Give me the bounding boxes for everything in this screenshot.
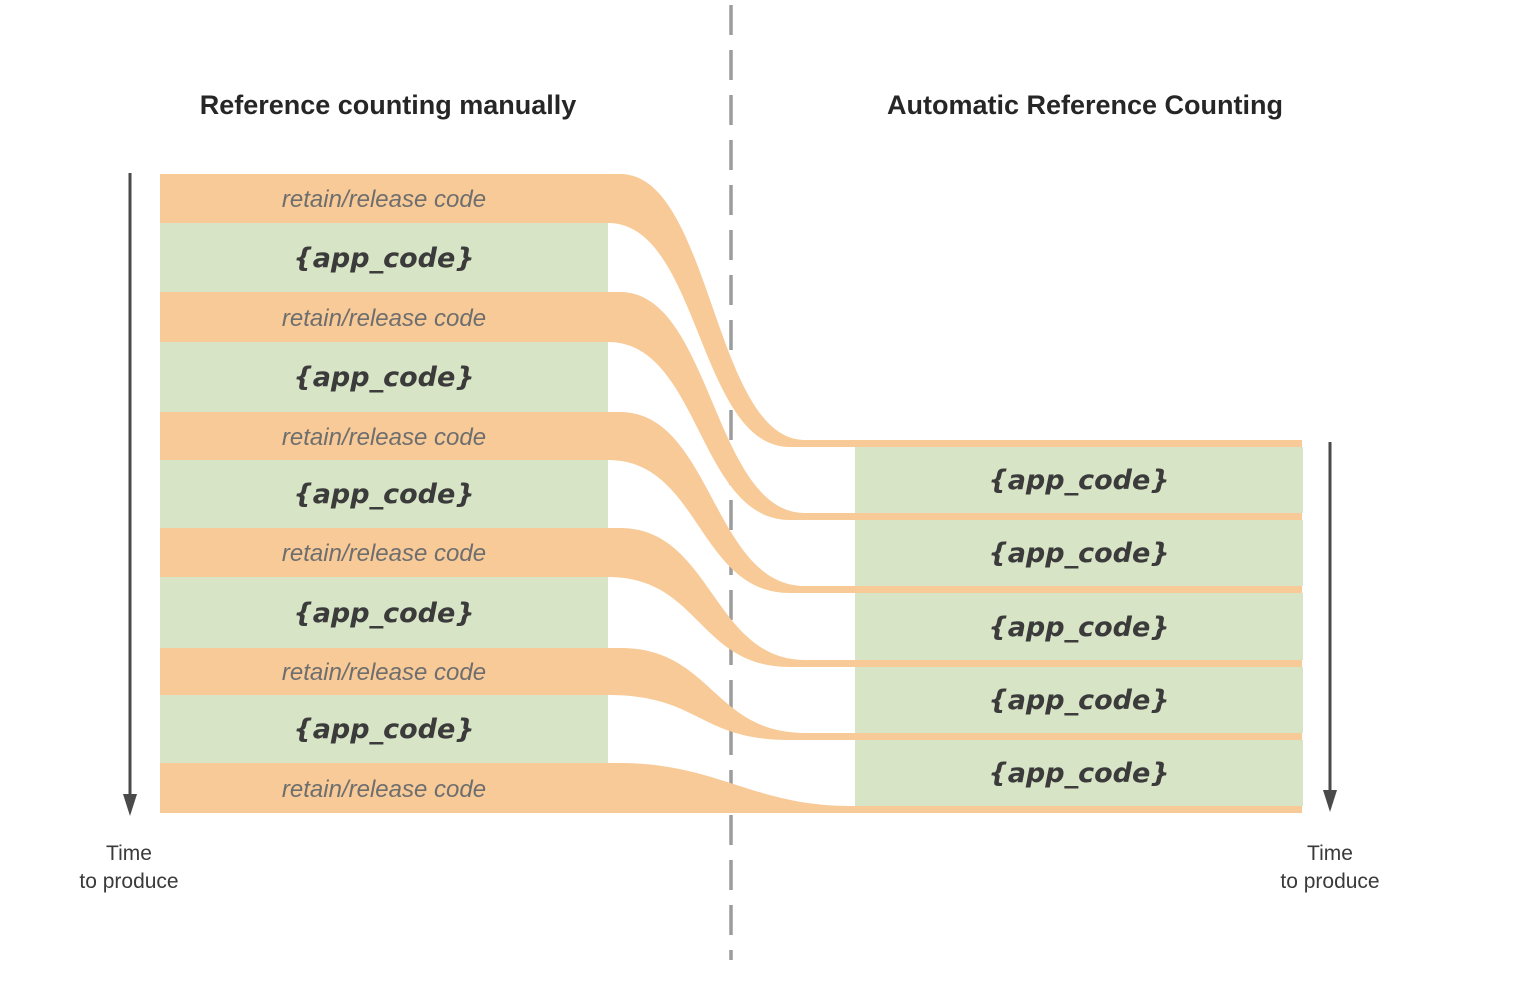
- right-time-arrowhead-icon: [1323, 790, 1337, 812]
- left-app-code-label: {app_code}: [293, 362, 474, 393]
- right-stack: {app_code} {app_code} {app_code} {app_co…: [855, 447, 1303, 806]
- right-time-label-line1: Time: [1307, 842, 1353, 865]
- left-app-code-block: [160, 460, 608, 528]
- left-app-code-label: {app_code}: [293, 479, 474, 510]
- retain-release-flow-band: [160, 648, 1302, 740]
- retain-release-label: retain/release code: [282, 305, 486, 332]
- right-app-code-label: {app_code}: [988, 538, 1169, 569]
- right-title: Automatic Reference Counting: [887, 90, 1283, 120]
- retain-release-flow-band: [160, 292, 1302, 520]
- retain-release-label: retain/release code: [282, 659, 486, 686]
- right-app-code-block: [855, 593, 1303, 660]
- left-app-code-label: {app_code}: [293, 598, 474, 629]
- left-time-axis: Time to produce: [79, 173, 179, 893]
- retain-release-label: retain/release code: [282, 424, 486, 451]
- retain-release-flow-band: [160, 174, 1302, 447]
- right-app-code-label: {app_code}: [988, 685, 1169, 716]
- right-time-label-line2: to produce: [1280, 870, 1379, 893]
- left-time-arrowhead-icon: [123, 794, 137, 816]
- left-time-label-line2: to produce: [79, 870, 178, 893]
- left-app-code-block: [160, 342, 608, 412]
- left-time-label-line1: Time: [106, 842, 152, 865]
- retain-release-flow-band: [160, 763, 1302, 813]
- retain-release-flow-bands: retain/release code retain/release code …: [160, 174, 1302, 813]
- retain-release-label: retain/release code: [282, 186, 486, 213]
- left-app-code-block: [160, 577, 608, 648]
- right-time-axis: Time to produce: [1280, 442, 1380, 893]
- retain-release-label: retain/release code: [282, 540, 486, 567]
- retain-release-label: retain/release code: [282, 776, 486, 803]
- retain-release-flow-band: [160, 412, 1302, 593]
- right-app-code-label: {app_code}: [988, 465, 1169, 496]
- right-app-code-label: {app_code}: [988, 758, 1169, 789]
- right-app-code-block: [855, 740, 1303, 806]
- left-app-code-block: [160, 223, 608, 292]
- left-app-code-block: [160, 695, 608, 763]
- left-stack: {app_code} {app_code} {app_code} {app_co…: [160, 223, 608, 763]
- right-app-code-block: [855, 667, 1303, 733]
- titles: Reference counting manually Automatic Re…: [200, 90, 1283, 120]
- retain-release-flow-band: [160, 528, 1302, 667]
- left-app-code-label: {app_code}: [293, 714, 474, 745]
- right-app-code-block: [855, 520, 1303, 586]
- right-app-code-label: {app_code}: [988, 612, 1169, 643]
- left-title: Reference counting manually: [200, 90, 577, 120]
- right-app-code-block: [855, 447, 1303, 513]
- left-app-code-label: {app_code}: [293, 243, 474, 274]
